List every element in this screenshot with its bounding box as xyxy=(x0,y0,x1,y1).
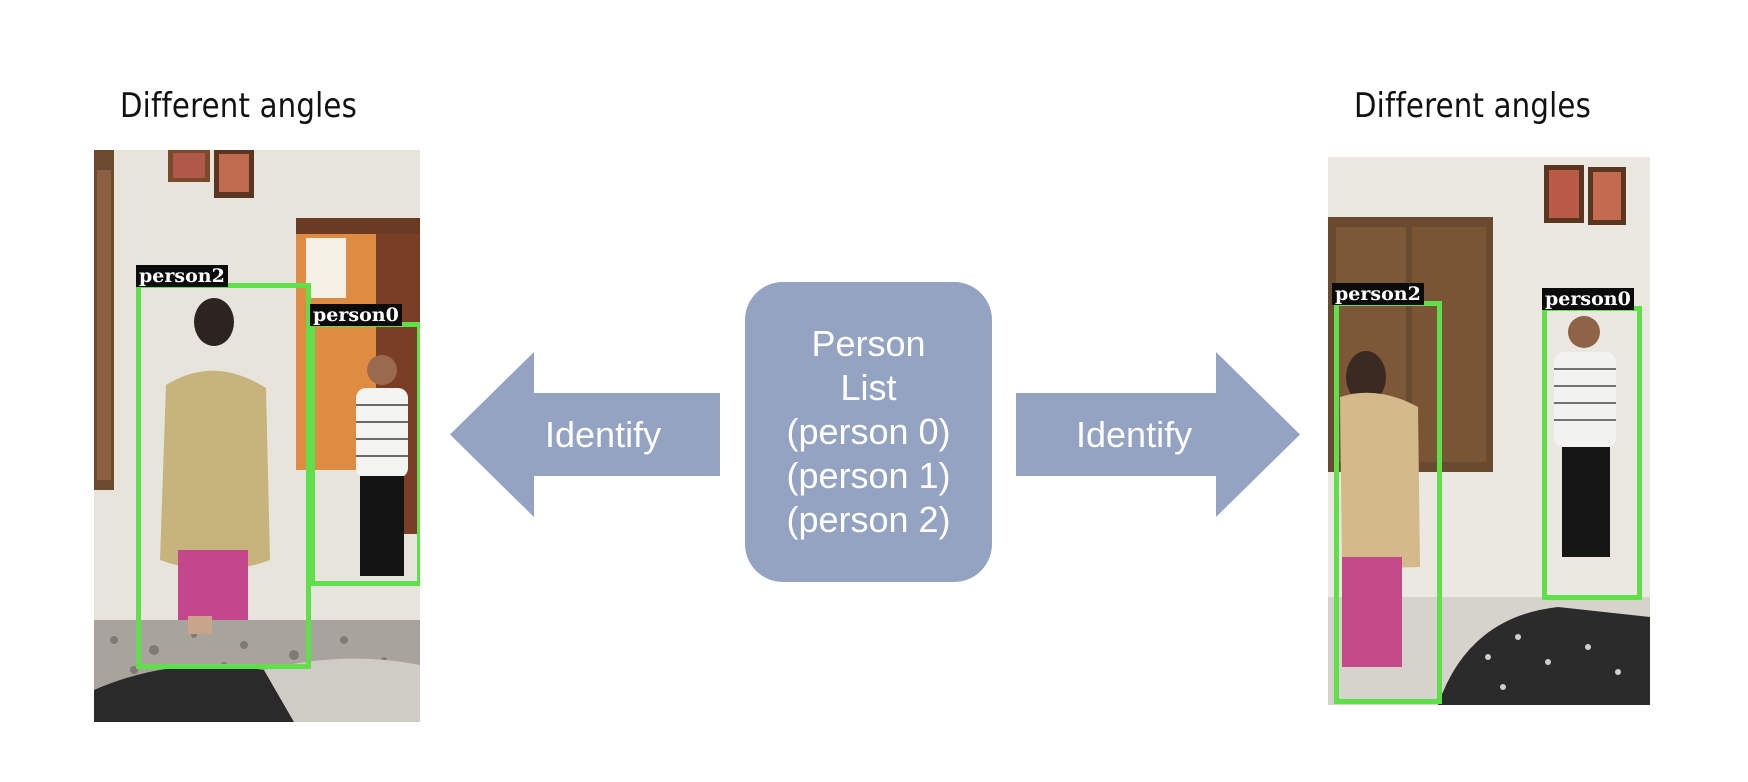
bbox-person0 xyxy=(310,322,420,586)
bbox-label-person0: person0 xyxy=(1542,288,1634,310)
left-arrow-shape xyxy=(450,352,720,517)
right-camera-photo: person2 person0 xyxy=(1328,157,1650,705)
bbox-label-person0: person0 xyxy=(310,304,402,326)
right-identify-arrow: Identify xyxy=(1016,352,1300,517)
right-arrow-label: Identify xyxy=(1076,414,1193,455)
bbox-label-person2: person2 xyxy=(136,265,228,287)
right-caption: Different angles xyxy=(1354,86,1591,126)
bbox-person0 xyxy=(1542,306,1642,600)
bbox-person2 xyxy=(1334,301,1442,704)
person-list-item-1: (person 1) xyxy=(786,455,951,496)
person-list-item-2: (person 2) xyxy=(786,499,951,540)
left-camera-photo: person2 person0 xyxy=(94,150,420,722)
person-list-title-line2: List xyxy=(840,367,897,408)
person-list-title-line1: Person xyxy=(811,323,926,364)
left-arrow-label: Identify xyxy=(545,414,662,455)
bbox-label-person2: person2 xyxy=(1332,283,1424,305)
right-arrow-shape xyxy=(1016,352,1300,517)
left-caption: Different angles xyxy=(120,86,357,126)
left-identify-arrow: Identify xyxy=(450,352,720,517)
person-list-item-0: (person 0) xyxy=(786,411,951,452)
bbox-person2 xyxy=(136,283,311,669)
left-photo-scene xyxy=(94,150,420,722)
right-photo-scene xyxy=(1328,157,1650,705)
person-list-box: Person List (person 0) (person 1) (perso… xyxy=(745,282,992,582)
